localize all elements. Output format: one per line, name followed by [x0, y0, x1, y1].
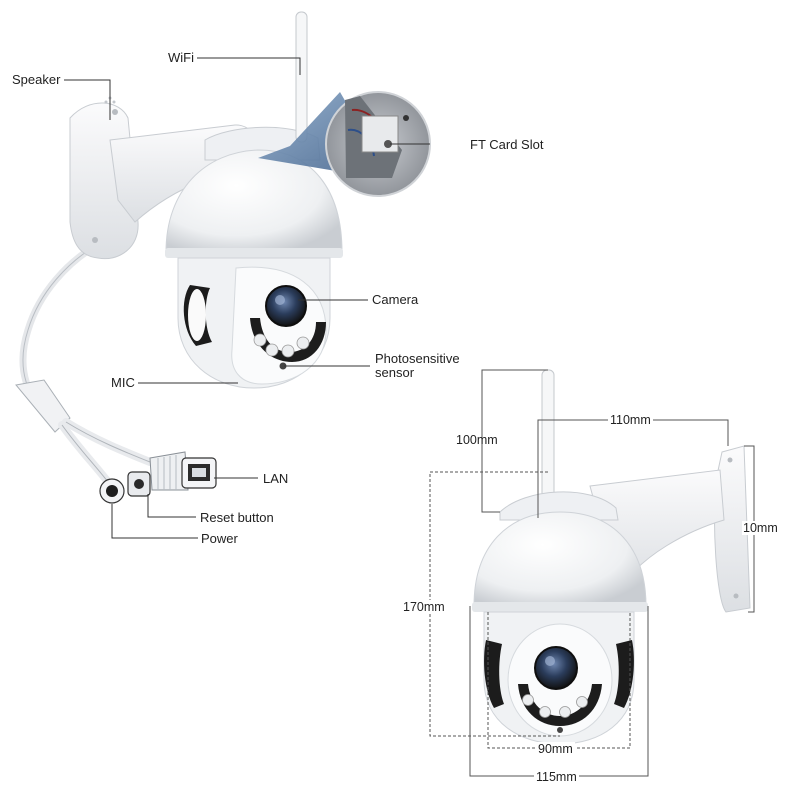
- right-dome: [473, 511, 647, 607]
- right-lens: [534, 646, 578, 690]
- label-ft-card-slot: FT Card Slot: [470, 137, 544, 152]
- leader-power: [111, 504, 198, 539]
- label-mic: MIC: [111, 375, 135, 390]
- label-total-height: 170mm: [402, 600, 446, 614]
- right-ir-leds: [522, 694, 588, 718]
- label-bracket-length: 110mm: [608, 413, 653, 427]
- lan-connector: [149, 451, 189, 491]
- label-camera: Camera: [372, 292, 419, 307]
- camera-lens: [265, 285, 307, 327]
- leader-speaker: [64, 79, 111, 120]
- label-inner-width: 90mm: [536, 742, 575, 756]
- label-photosensitive-line2: sensor: [375, 365, 415, 380]
- label-power: Power: [201, 531, 238, 546]
- dimension-camera: [472, 369, 751, 745]
- dome-housing: [165, 149, 343, 253]
- feature-camera: [15, 11, 431, 504]
- label-wifi: WiFi: [168, 50, 194, 65]
- label-lan: LAN: [263, 471, 289, 486]
- label-speaker: Speaker: [12, 72, 61, 87]
- cable-connector: [15, 379, 71, 433]
- leader-reset: [147, 494, 196, 518]
- label-outer-width: 115mm: [534, 770, 579, 784]
- wifi-antenna: [295, 11, 308, 143]
- label-antenna-height: 100mm: [456, 433, 498, 447]
- label-bracket-height: 10mm: [742, 521, 779, 535]
- card-slot-zoom: [325, 91, 431, 197]
- callout-leaders: [64, 57, 430, 539]
- ir-leds: [253, 333, 310, 358]
- dim-antenna-height: [481, 369, 548, 513]
- photosensitive-sensor-part: [279, 362, 287, 370]
- label-photosensitive-line1: Photosensitive: [375, 351, 460, 366]
- cable: [19, 244, 96, 396]
- right-antenna: [541, 369, 555, 503]
- leader-wifi: [197, 57, 301, 75]
- label-reset-button: Reset button: [200, 510, 274, 525]
